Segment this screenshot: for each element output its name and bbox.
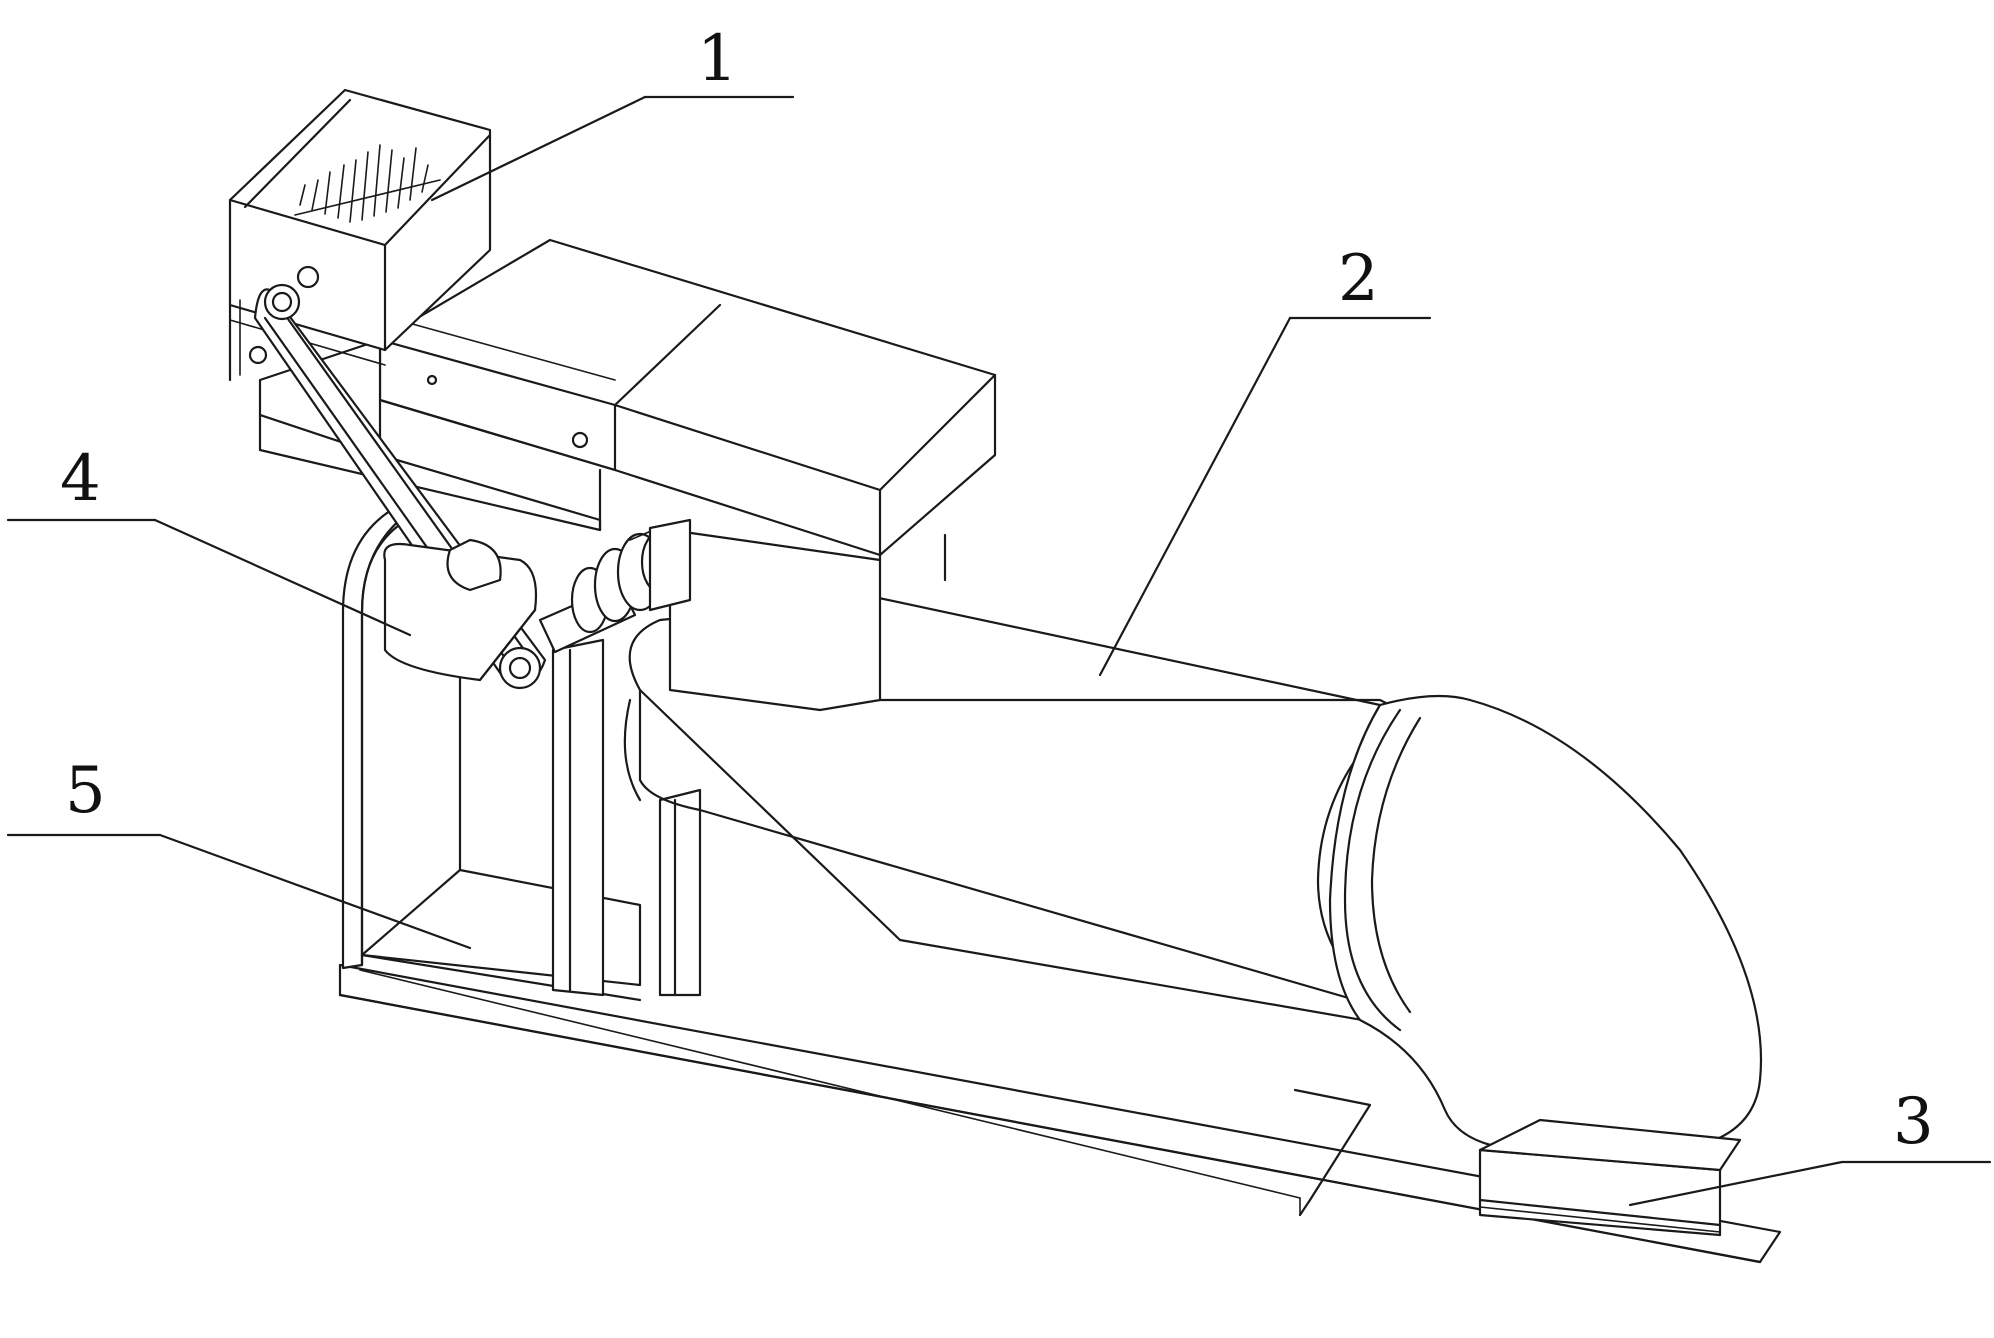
label-part-1: 1 (697, 22, 738, 96)
pipe-elbow (1328, 694, 1763, 1169)
part-labels: 1 2 3 4 5 (60, 22, 1934, 1159)
belt-drive (253, 265, 547, 690)
base-rail (338, 963, 1782, 1264)
shaft-coupling (538, 518, 692, 654)
label-part-3: 3 (1893, 1085, 1934, 1159)
outlet-block (1478, 1118, 1742, 1237)
label-part-4: 4 (60, 442, 101, 516)
hopper-contents-pins (294, 144, 441, 223)
label-part-5: 5 (65, 754, 106, 828)
vertical-posts (551, 638, 702, 997)
label-part-2: 2 (1338, 242, 1379, 316)
feed-hopper (228, 88, 492, 382)
leader-lines (6, 95, 1992, 1207)
